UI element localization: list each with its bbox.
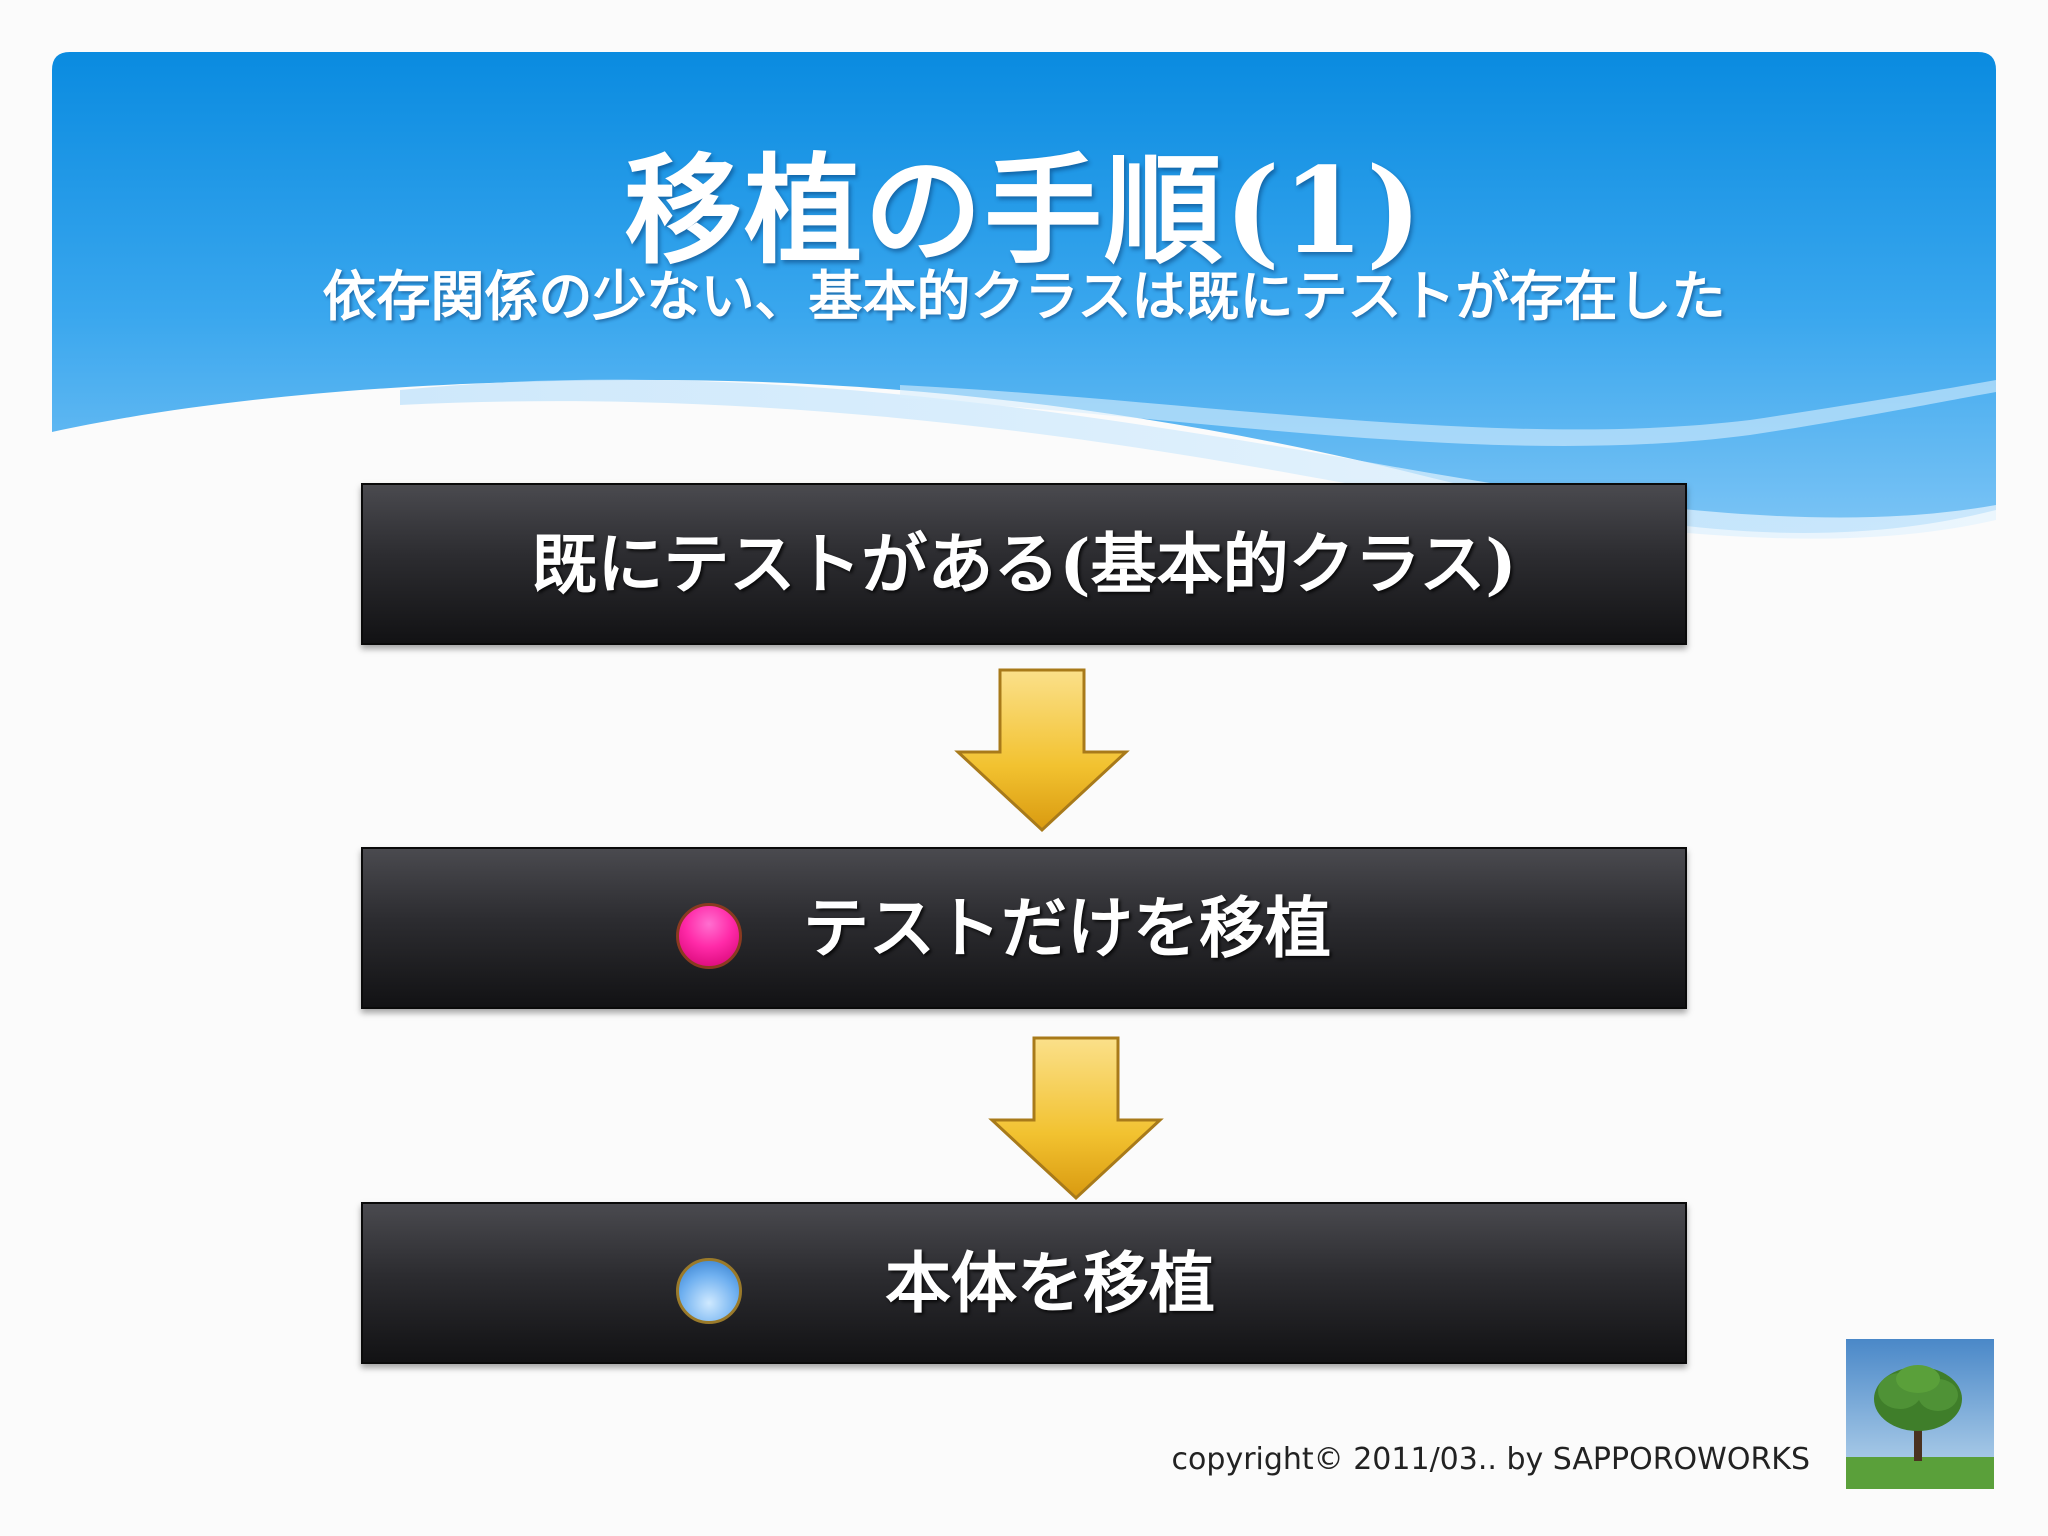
step-label: 既にテストがある(基本的クラス) [531, 525, 1517, 603]
blue-bullet-icon [676, 1258, 742, 1324]
header-wave-background [52, 52, 1996, 539]
step-box-port-body: 本体を移植 [361, 1202, 1687, 1364]
slide-title: 移植の手順(1) [624, 141, 1424, 280]
step-box-existing-tests: 既にテストがある(基本的クラス) [361, 483, 1687, 645]
copyright-text: copyright© 2011/03.. by SAPPOROWORKS [1171, 1442, 1810, 1477]
pink-bullet-icon [676, 903, 742, 969]
down-arrow-icon [988, 1036, 1164, 1201]
step-label: テストだけを移植 [803, 889, 1331, 967]
step-box-port-tests: テストだけを移植 [361, 847, 1687, 1009]
down-arrow-icon [954, 668, 1130, 833]
step-label: 本体を移植 [885, 1244, 1215, 1322]
slide-subtitle: 依存関係の少ない、基本的クラスは既にテストが存在した [322, 264, 1726, 328]
tree-logo-icon [1846, 1339, 1994, 1489]
